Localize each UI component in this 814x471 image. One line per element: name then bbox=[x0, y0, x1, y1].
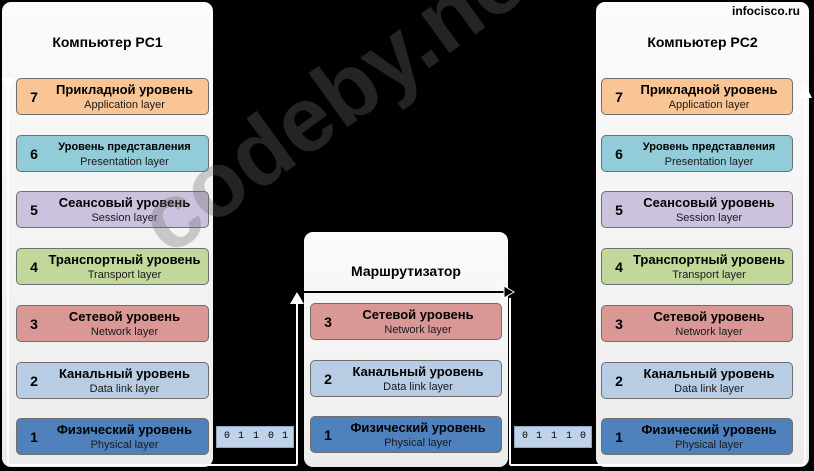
bit: 1 bbox=[252, 431, 259, 442]
layer-name-ru: Канальный уровень bbox=[352, 364, 484, 379]
layer-number: 5 bbox=[30, 202, 38, 218]
layer-name-en: Physical layer bbox=[90, 439, 159, 451]
pc2-layer-physical: 1 Физический уровень Physical layer bbox=[601, 418, 793, 455]
pc1-layer-physical: 1 Физический уровень Physical layer bbox=[16, 418, 209, 455]
bit: 1 bbox=[237, 431, 244, 442]
layer-number: 3 bbox=[615, 316, 623, 332]
layer-name-ru: Сетевой уровень bbox=[68, 309, 181, 324]
layer-name-en: Session layer bbox=[91, 212, 158, 224]
router-layer-physical: 1 Физический уровень Physical layer bbox=[310, 416, 502, 453]
pc1-layer-transport: 4 Транспортный уровень Transport layer bbox=[16, 248, 209, 285]
layer-name-ru: Канальный уровень bbox=[643, 366, 775, 381]
layer-name-ru: Уровень представления bbox=[58, 141, 191, 153]
pc1-panel: Компьютер PC1 7 Прикладной уровень Appli… bbox=[2, 2, 213, 467]
layer-number: 4 bbox=[615, 259, 623, 275]
bit: 0 bbox=[521, 431, 528, 442]
bit: 1 bbox=[535, 431, 542, 442]
pc2-title: Компьютер PC2 bbox=[647, 34, 758, 50]
layer-name-ru: Физический уровень bbox=[641, 422, 777, 437]
router-title: Маршрутизатор bbox=[351, 263, 461, 279]
bit: 0 bbox=[267, 431, 274, 442]
layer-name-ru: Транспортный уровень bbox=[632, 252, 786, 267]
pc1-layer-presentation: 6 Уровень представления Presentation lay… bbox=[16, 135, 209, 172]
layer-number: 4 bbox=[30, 259, 38, 275]
layer-number: 1 bbox=[30, 429, 38, 445]
layer-name-en: Network layer bbox=[90, 326, 159, 338]
layer-name-en: Transport layer bbox=[672, 269, 746, 281]
layer-number: 1 bbox=[615, 429, 623, 445]
layer-number: 3 bbox=[324, 314, 332, 330]
pc2-layer-transport: 4 Транспортный уровень Transport layer bbox=[601, 248, 793, 285]
bit: 0 bbox=[223, 431, 230, 442]
pc1-layer-application: 7 Прикладной уровень Application layer bbox=[16, 78, 209, 115]
bitstream-right: 0 1 1 1 0 bbox=[514, 426, 592, 448]
pc2-layer-datalink: 2 Канальный уровень Data link layer bbox=[601, 362, 793, 399]
bit: 1 bbox=[550, 431, 557, 442]
layer-number: 3 bbox=[30, 316, 38, 332]
pc2-layer-network: 3 Сетевой уровень Network layer bbox=[601, 305, 793, 342]
router-layer-network: 3 Сетевой уровень Network layer bbox=[310, 303, 502, 340]
layer-name-en: Presentation layer bbox=[80, 156, 169, 168]
layer-name-en: Presentation layer bbox=[664, 156, 754, 168]
bit: 0 bbox=[579, 431, 586, 442]
layer-name-en: Physical layer bbox=[675, 439, 743, 451]
site-label: infocisco.ru bbox=[731, 4, 800, 18]
layer-name-en: Application layer bbox=[668, 99, 750, 111]
layer-name-en: Data link layer bbox=[674, 383, 744, 395]
layer-number: 2 bbox=[615, 373, 623, 389]
layer-name-ru: Сеансовый уровень bbox=[643, 195, 775, 210]
bitstream-left: 0 1 1 0 1 bbox=[216, 426, 294, 448]
pc1-flow-arrow bbox=[2, 78, 14, 90]
layer-name-ru: Сетевой уровень bbox=[653, 309, 765, 324]
pc2-layer-session: 5 Сеансовый уровень Session layer bbox=[601, 191, 793, 228]
layer-name-en: Network layer bbox=[384, 324, 452, 336]
layer-name-ru: Канальный уровень bbox=[58, 366, 191, 381]
pc2-panel: Компьютер PC2 7 Прикладной уровень Appli… bbox=[596, 2, 809, 467]
layer-name-ru: Сеансовый уровень bbox=[58, 195, 191, 210]
layer-number: 5 bbox=[615, 202, 623, 218]
layer-name-en: Data link layer bbox=[89, 383, 160, 395]
pc2-layer-presentation: 6 Уровень представления Presentation lay… bbox=[601, 135, 793, 172]
pc2-layer-application: 7 Прикладной уровень Application layer bbox=[601, 78, 793, 115]
layer-number: 2 bbox=[324, 371, 332, 387]
pc1-layer-datalink: 2 Канальный уровень Data link layer bbox=[16, 362, 209, 399]
layer-number: 7 bbox=[30, 89, 38, 105]
layer-name-en: Transport layer bbox=[87, 269, 162, 281]
router-up-arrow bbox=[290, 292, 304, 304]
layer-name-en: Network layer bbox=[675, 326, 743, 338]
layer-name-ru: Физический уровень bbox=[350, 420, 486, 435]
layer-number: 2 bbox=[30, 373, 38, 389]
pc1-layer-network: 3 Сетевой уровень Network layer bbox=[16, 305, 209, 342]
layer-name-en: Physical layer bbox=[384, 437, 452, 449]
layer-number: 6 bbox=[615, 146, 623, 162]
layer-name-ru: Транспортный уровень bbox=[48, 252, 201, 267]
pc2-up-arrow bbox=[798, 84, 812, 98]
layer-name-en: Session layer bbox=[675, 212, 743, 224]
router-layer-datalink: 2 Канальный уровень Data link layer bbox=[310, 360, 502, 397]
pc1-title: Компьютер PC1 bbox=[52, 34, 163, 50]
layer-name-ru: Физический уровень bbox=[56, 422, 193, 437]
layer-name-ru: Сетевой уровень bbox=[362, 307, 474, 322]
router-across-arrow bbox=[503, 285, 515, 299]
layer-name-en: Application layer bbox=[84, 99, 165, 111]
layer-name-en: Data link layer bbox=[383, 381, 453, 393]
bit: 1 bbox=[281, 431, 288, 442]
bit: 1 bbox=[565, 431, 572, 442]
layer-name-ru: Прикладной уровень bbox=[640, 82, 778, 97]
layer-number: 7 bbox=[615, 89, 623, 105]
layer-name-ru: Прикладной уровень bbox=[56, 82, 193, 97]
layer-name-ru: Уровень представления bbox=[642, 141, 776, 153]
layer-number: 1 bbox=[324, 427, 332, 443]
pc1-layer-session: 5 Сеансовый уровень Session layer bbox=[16, 191, 209, 228]
router-panel: Маршрутизатор 3 Сетевой уровень Network … bbox=[304, 232, 508, 467]
layer-number: 6 bbox=[30, 146, 38, 162]
